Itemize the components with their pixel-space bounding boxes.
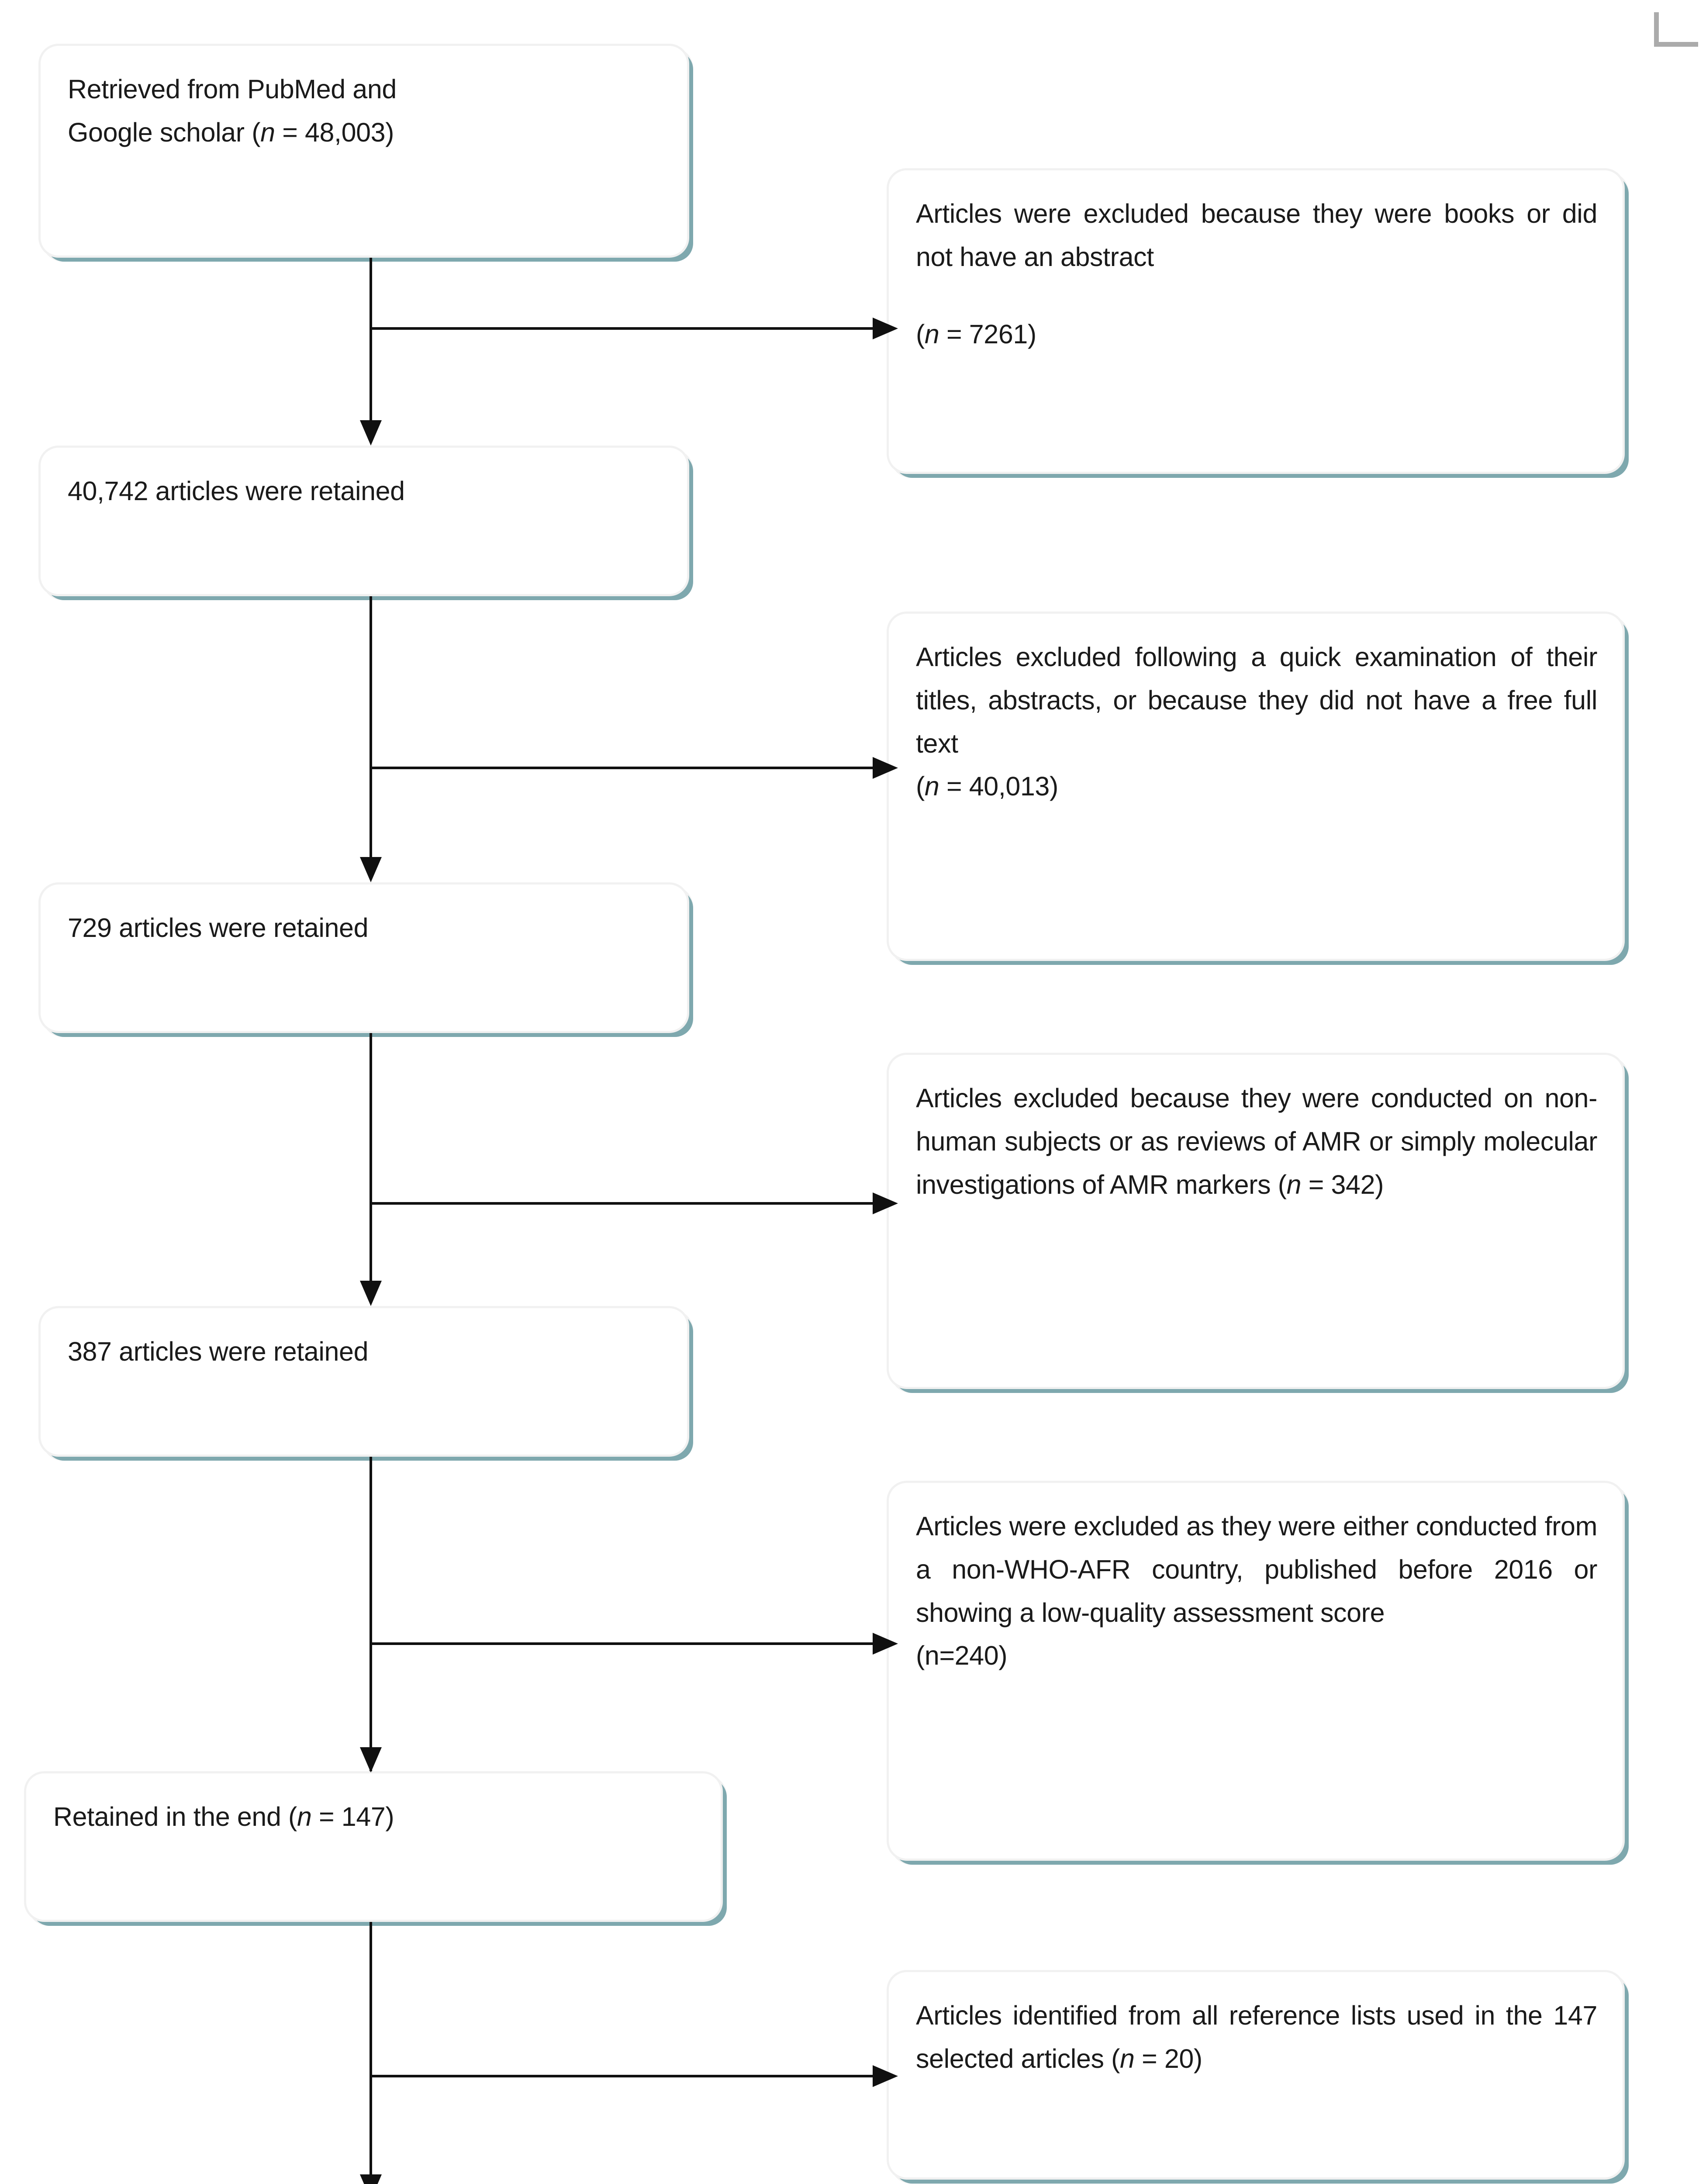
node-excluded-title-abstract-no-free-text: Articles excluded following a quick exam… bbox=[887, 612, 1625, 961]
excluded-3-body: Articles excluded because they were cond… bbox=[916, 1083, 1597, 1199]
connector-vline-2 bbox=[370, 596, 372, 876]
connector-arrowhead-right-3 bbox=[873, 1192, 898, 1214]
node-excluded-non-human-reviews-molecular: Articles excluded because they were cond… bbox=[887, 1053, 1625, 1389]
node-excluded-1-text: Articles were excluded because they were… bbox=[916, 192, 1597, 356]
node-retained-387: 387 articles were retained bbox=[38, 1306, 689, 1457]
connector-hline-2 bbox=[370, 767, 887, 769]
node-identified-text: Articles identified from all reference l… bbox=[916, 1994, 1597, 2080]
retained-387-label: 387 articles were retained bbox=[68, 1337, 369, 1366]
connector-hline-1 bbox=[370, 327, 887, 330]
connector-hline-4 bbox=[370, 1642, 887, 1645]
retained-40742-label: 40,742 articles were retained bbox=[68, 476, 405, 506]
node-retained-40742-text: 40,742 articles were retained bbox=[68, 470, 662, 513]
retained-729-label: 729 articles were retained bbox=[68, 913, 369, 943]
connector-arrowhead-down-2 bbox=[360, 857, 382, 882]
corner-crop-mark bbox=[1654, 12, 1698, 47]
excluded-1-body: Articles were excluded because they were… bbox=[916, 199, 1597, 272]
connector-arrowhead-down-5 bbox=[360, 2174, 382, 2184]
node-retained-in-the-end-147: Retained in the end (n = 147) bbox=[24, 1771, 723, 1922]
node-excluded-4-text: Articles were excluded as they were eith… bbox=[916, 1505, 1597, 1677]
retrieved-line-2: Google scholar (n = 48,003) bbox=[68, 117, 394, 147]
excluded-4-body: Articles were excluded as they were eith… bbox=[916, 1511, 1597, 1628]
node-excluded-3-text: Articles excluded because they were cond… bbox=[916, 1077, 1597, 1206]
connector-arrowhead-right-4 bbox=[873, 1633, 898, 1655]
connector-arrowhead-down-3 bbox=[360, 1281, 382, 1306]
connector-arrowhead-right-2 bbox=[873, 757, 898, 779]
node-excluded-2-text: Articles excluded following a quick exam… bbox=[916, 636, 1597, 808]
connector-vline-4 bbox=[370, 1457, 372, 1771]
node-identified-from-reference-lists: Articles identified from all reference l… bbox=[887, 1970, 1625, 2180]
connector-vline-3 bbox=[370, 1033, 372, 1299]
connector-arrowhead-down-4 bbox=[360, 1747, 382, 1773]
connector-hline-5 bbox=[370, 2075, 887, 2077]
node-excluded-books-no-abstract: Articles were excluded because they were… bbox=[887, 168, 1625, 474]
connector-hline-3 bbox=[370, 1202, 887, 1205]
node-excluded-non-who-afr: Articles were excluded as they were eith… bbox=[887, 1481, 1625, 1861]
retained-end-label: Retained in the end (n = 147) bbox=[53, 1802, 394, 1832]
excluded-2-count: (n = 40,013) bbox=[916, 771, 1058, 802]
connector-vline-5 bbox=[370, 1922, 372, 2184]
node-retained-40742: 40,742 articles were retained bbox=[38, 446, 689, 596]
node-retrieved-from-pubmed: Retrieved from PubMed and Google scholar… bbox=[38, 44, 689, 258]
connector-arrowhead-right-5 bbox=[873, 2065, 898, 2087]
identified-body: Articles identified from all reference l… bbox=[916, 2001, 1597, 2073]
retrieved-line-1: Retrieved from PubMed and bbox=[68, 74, 397, 104]
connector-vline-1 bbox=[370, 258, 372, 437]
node-retrieved-text: Retrieved from PubMed and Google scholar… bbox=[68, 68, 662, 154]
excluded-4-count: (n=240) bbox=[916, 1641, 1008, 1671]
connector-arrowhead-right-1 bbox=[873, 318, 898, 339]
excluded-2-body: Articles excluded following a quick exam… bbox=[916, 642, 1597, 758]
excluded-1-count: (n = 7261) bbox=[916, 319, 1036, 349]
node-retained-729-text: 729 articles were retained bbox=[68, 906, 662, 950]
connector-arrowhead-down-1 bbox=[360, 420, 382, 446]
node-retained-end-text: Retained in the end (n = 147) bbox=[53, 1795, 695, 1838]
node-retained-729: 729 articles were retained bbox=[38, 882, 689, 1033]
node-retained-387-text: 387 articles were retained bbox=[68, 1330, 662, 1373]
